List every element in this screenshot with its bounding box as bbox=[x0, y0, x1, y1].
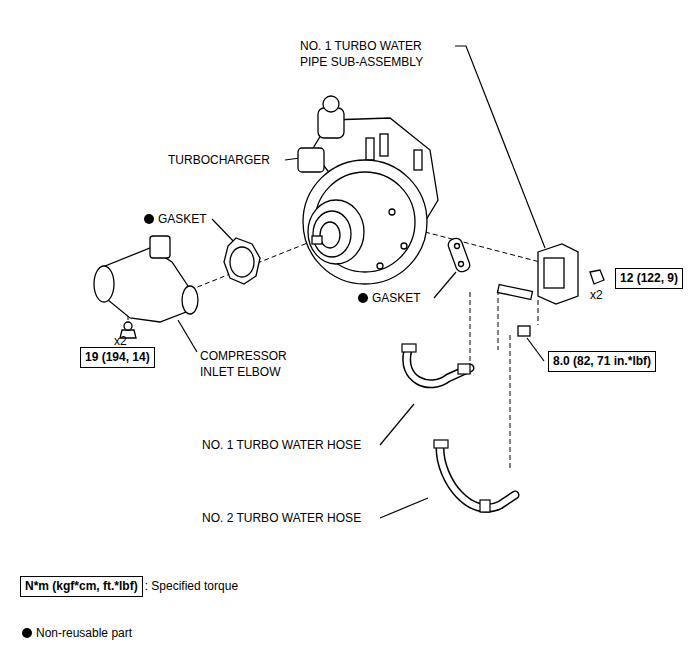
non-reusable-swatch bbox=[20, 626, 34, 640]
legend-text: Non-reusable part bbox=[36, 626, 132, 640]
part-label: NO. 1 TURBO WATER PIPE SUB-ASSEMBLY bbox=[300, 38, 452, 70]
hose-inner bbox=[407, 350, 515, 508]
torque-value: 19 (194, 14) bbox=[85, 350, 150, 364]
torque-box: 12 (122, 9) bbox=[615, 268, 683, 289]
part-label: GASKET bbox=[158, 211, 207, 227]
legend-entry: : Specified torque bbox=[145, 578, 238, 594]
torque-box: 19 (194, 14) bbox=[80, 347, 155, 368]
turbocharger bbox=[298, 96, 438, 284]
turbo-water-hose bbox=[407, 350, 515, 508]
part-label: x2 bbox=[590, 287, 603, 303]
part-label: x2 bbox=[114, 333, 127, 349]
hose-clamp bbox=[402, 344, 490, 512]
leader-lines bbox=[178, 46, 545, 518]
part-label: COMPRESSOR INLET ELBOW bbox=[200, 348, 300, 380]
torque-value: N*m (kgf*cm, ft.*lbf) bbox=[25, 579, 138, 593]
legend-entry: Non-reusable part bbox=[36, 625, 132, 641]
compressor-inlet-elbow bbox=[94, 236, 198, 338]
torque-box: 8.0 (82, 71 in.*lbf) bbox=[548, 351, 656, 372]
torque-box: N*m (kgf*cm, ft.*lbf) bbox=[20, 576, 143, 597]
part-label: NO. 1 TURBO WATER HOSE bbox=[202, 437, 361, 453]
part-label: TURBOCHARGER bbox=[168, 152, 270, 168]
turbo-water-pipe bbox=[498, 244, 604, 336]
part-label: NO. 2 TURBO WATER HOSE bbox=[202, 510, 361, 526]
torque-value: 8.0 (82, 71 in.*lbf) bbox=[553, 354, 651, 368]
non-reusable-mark bbox=[144, 214, 368, 303]
gasket bbox=[447, 237, 472, 274]
torque-value: 12 (122, 9) bbox=[620, 271, 678, 285]
part-label: GASKET bbox=[372, 290, 421, 306]
gasket bbox=[224, 238, 260, 284]
legend-text: : Specified torque bbox=[145, 579, 238, 593]
